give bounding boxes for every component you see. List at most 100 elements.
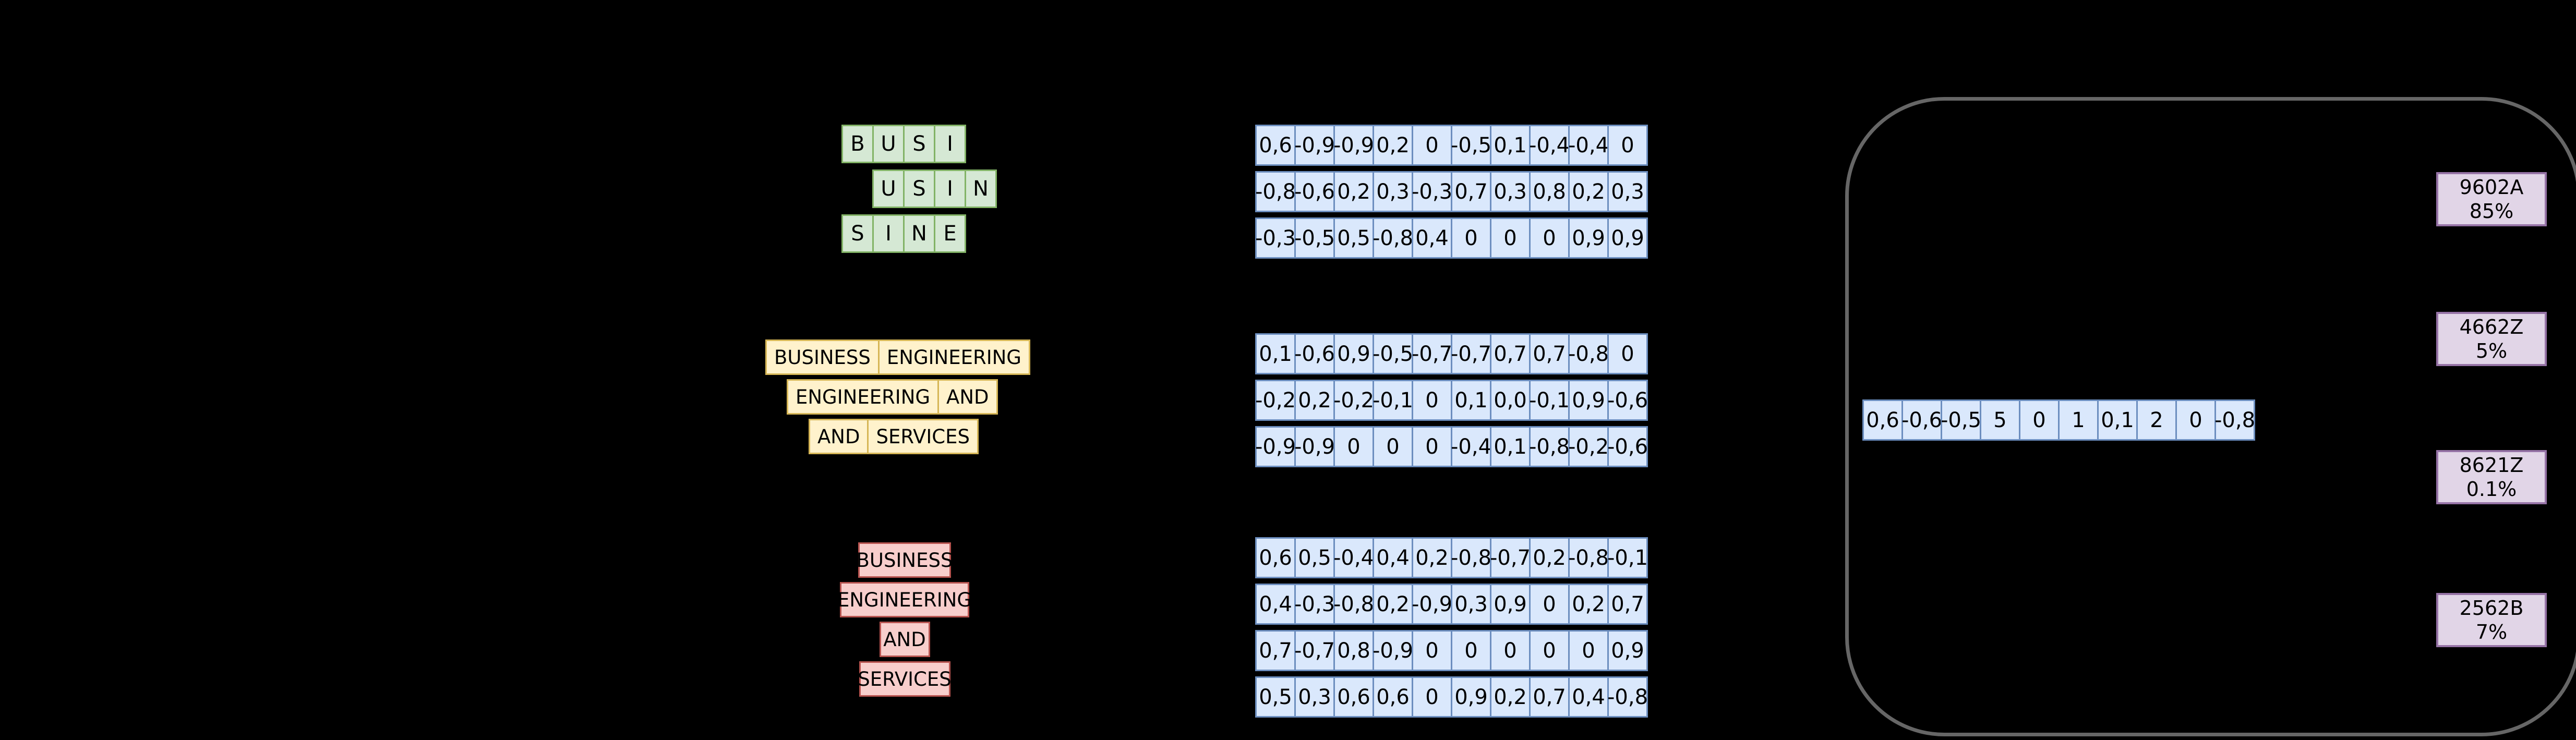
matrix-cell: 0,2 <box>1412 537 1452 578</box>
matrix-cell: -0,8 <box>1333 584 1374 625</box>
matrix-cell: 0,4 <box>1255 584 1296 625</box>
matrix-cell: 0 <box>1412 426 1452 467</box>
output-percentage: 7% <box>2475 621 2508 644</box>
matrix-cell: -0,9 <box>1255 426 1296 467</box>
matrix-cell: 0,7 <box>1255 630 1296 671</box>
feature-vector-cell: 0,6 <box>1862 399 1903 441</box>
matrix-cell: -0,7 <box>1490 537 1531 578</box>
matrix-cell: -0,1 <box>1607 537 1648 578</box>
matrix-cell: 0,1 <box>1255 333 1296 374</box>
character-tile: S <box>903 169 935 208</box>
character-tile: S <box>903 125 935 163</box>
matrix-cell: 0,3 <box>1490 171 1531 212</box>
matrix-cell: 0 <box>1529 584 1570 625</box>
matrix-cell: 0,2 <box>1373 125 1413 166</box>
matrix-cell: 0,1 <box>1451 380 1491 421</box>
bigram-tile: AND <box>809 419 869 454</box>
output-percentage: 0.1% <box>2466 478 2517 501</box>
matrix-cell: 0,7 <box>1529 676 1570 718</box>
matrix-cell: 0,0 <box>1490 380 1531 421</box>
matrix-cell: -0,7 <box>1451 333 1491 374</box>
matrix-cell: 0,4 <box>1568 676 1609 718</box>
feature-vector-cell: -0,8 <box>2214 399 2255 441</box>
matrix-cell: -0,8 <box>1451 537 1491 578</box>
matrix-cell: -0,1 <box>1373 380 1413 421</box>
matrix-cell: -0,8 <box>1373 217 1413 259</box>
matrix-cell: 0,5 <box>1294 537 1335 578</box>
matrix-cell: 0 <box>1451 630 1491 671</box>
matrix-cell: 0,9 <box>1568 217 1609 259</box>
matrix-cell: 0 <box>1333 426 1374 467</box>
matrix-cell: 0,9 <box>1490 584 1531 625</box>
matrix-cell: 0,2 <box>1568 171 1609 212</box>
matrix-cell: -0,8 <box>1255 171 1296 212</box>
matrix-cell: -0,9 <box>1294 125 1335 166</box>
feature-vector-cell: -0,5 <box>1941 399 1981 441</box>
matrix-cell: 0 <box>1568 630 1609 671</box>
matrix-cell: -0,8 <box>1568 333 1609 374</box>
matrix-cell: -0,6 <box>1607 426 1648 467</box>
matrix-cell: 0,4 <box>1412 217 1452 259</box>
matrix-cell: -0,9 <box>1333 125 1374 166</box>
matrix-cell: 0 <box>1607 125 1648 166</box>
matrix-cell: -0,3 <box>1294 584 1335 625</box>
matrix-cell: 0,7 <box>1529 333 1570 374</box>
matrix-cell: 0,2 <box>1490 676 1531 718</box>
matrix-cell: -0,5 <box>1451 125 1491 166</box>
character-tile: E <box>934 214 966 253</box>
character-tile: U <box>872 169 905 208</box>
word-tile: BUSINESS <box>857 542 953 578</box>
bigram-tile: SERVICES <box>867 419 979 454</box>
word-tile: ENGINEERING <box>837 582 972 617</box>
matrix-cell: -0,3 <box>1255 217 1296 259</box>
matrix-cell: 0 <box>1412 125 1452 166</box>
matrix-cell: 0,4 <box>1373 537 1413 578</box>
matrix-cell: 0,7 <box>1451 171 1491 212</box>
matrix-cell: 0 <box>1451 217 1491 259</box>
matrix-cell: 0,7 <box>1490 333 1531 374</box>
matrix-cell: -0,5 <box>1294 217 1335 259</box>
matrix-cell: 0,3 <box>1451 584 1491 625</box>
matrix-cell: 0,6 <box>1255 537 1296 578</box>
character-tile: I <box>934 125 966 163</box>
matrix-cell: 0 <box>1529 630 1570 671</box>
matrix-cell: -0,4 <box>1529 125 1570 166</box>
matrix-cell: 0 <box>1412 380 1452 421</box>
matrix-cell: 0,2 <box>1333 171 1374 212</box>
matrix-cell: -0,8 <box>1529 426 1570 467</box>
bigram-tile: ENGINEERING <box>787 379 940 415</box>
output-code: 2562B <box>2459 596 2524 620</box>
matrix-cell: -0,9 <box>1294 426 1335 467</box>
matrix-cell: -0,6 <box>1607 380 1648 421</box>
matrix-cell: -0,6 <box>1294 171 1335 212</box>
matrix-cell: 0 <box>1529 217 1570 259</box>
matrix-cell: 0,3 <box>1294 676 1335 718</box>
output-percentage: 5% <box>2475 339 2508 362</box>
matrix-cell: 0,2 <box>1373 584 1413 625</box>
matrix-cell: 0,5 <box>1333 217 1374 259</box>
feature-vector-cell: 0,1 <box>2097 399 2138 441</box>
matrix-cell: -0,2 <box>1333 380 1374 421</box>
matrix-cell: -0,9 <box>1373 630 1413 671</box>
bigram-tile: AND <box>937 379 998 415</box>
matrix-cell: -0,2 <box>1568 426 1609 467</box>
matrix-cell: 0,9 <box>1451 676 1491 718</box>
character-tile: N <box>965 169 997 208</box>
matrix-cell: -0,7 <box>1412 333 1452 374</box>
matrix-cell: -0,3 <box>1412 171 1452 212</box>
feature-vector-cell: 0 <box>2175 399 2216 441</box>
character-tile: I <box>934 169 966 208</box>
feature-vector-cell: 2 <box>2136 399 2177 441</box>
